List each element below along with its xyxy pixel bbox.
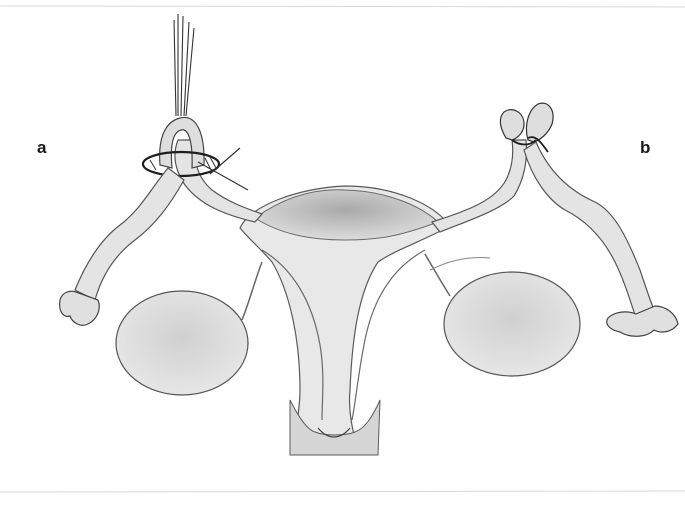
- label-b: b: [640, 138, 650, 158]
- left-adnexa: [60, 14, 262, 395]
- uterus: [240, 186, 450, 455]
- left-distal-tube: [75, 168, 184, 300]
- right-stump-proximal: [500, 110, 524, 140]
- right-broad-ligament: [430, 258, 490, 271]
- left-ovarian-ligament: [242, 262, 262, 320]
- left-ovary: [116, 291, 248, 395]
- right-ovarian-ligament: [425, 254, 450, 296]
- right-fallopian-tube: [432, 140, 527, 232]
- label-a: a: [37, 138, 46, 158]
- right-ovary: [444, 272, 580, 376]
- right-stump-distal: [526, 103, 553, 142]
- left-suture-ends: [174, 14, 194, 116]
- left-pointer-line-2: [210, 148, 240, 174]
- right-ligated-stumps: [500, 103, 553, 152]
